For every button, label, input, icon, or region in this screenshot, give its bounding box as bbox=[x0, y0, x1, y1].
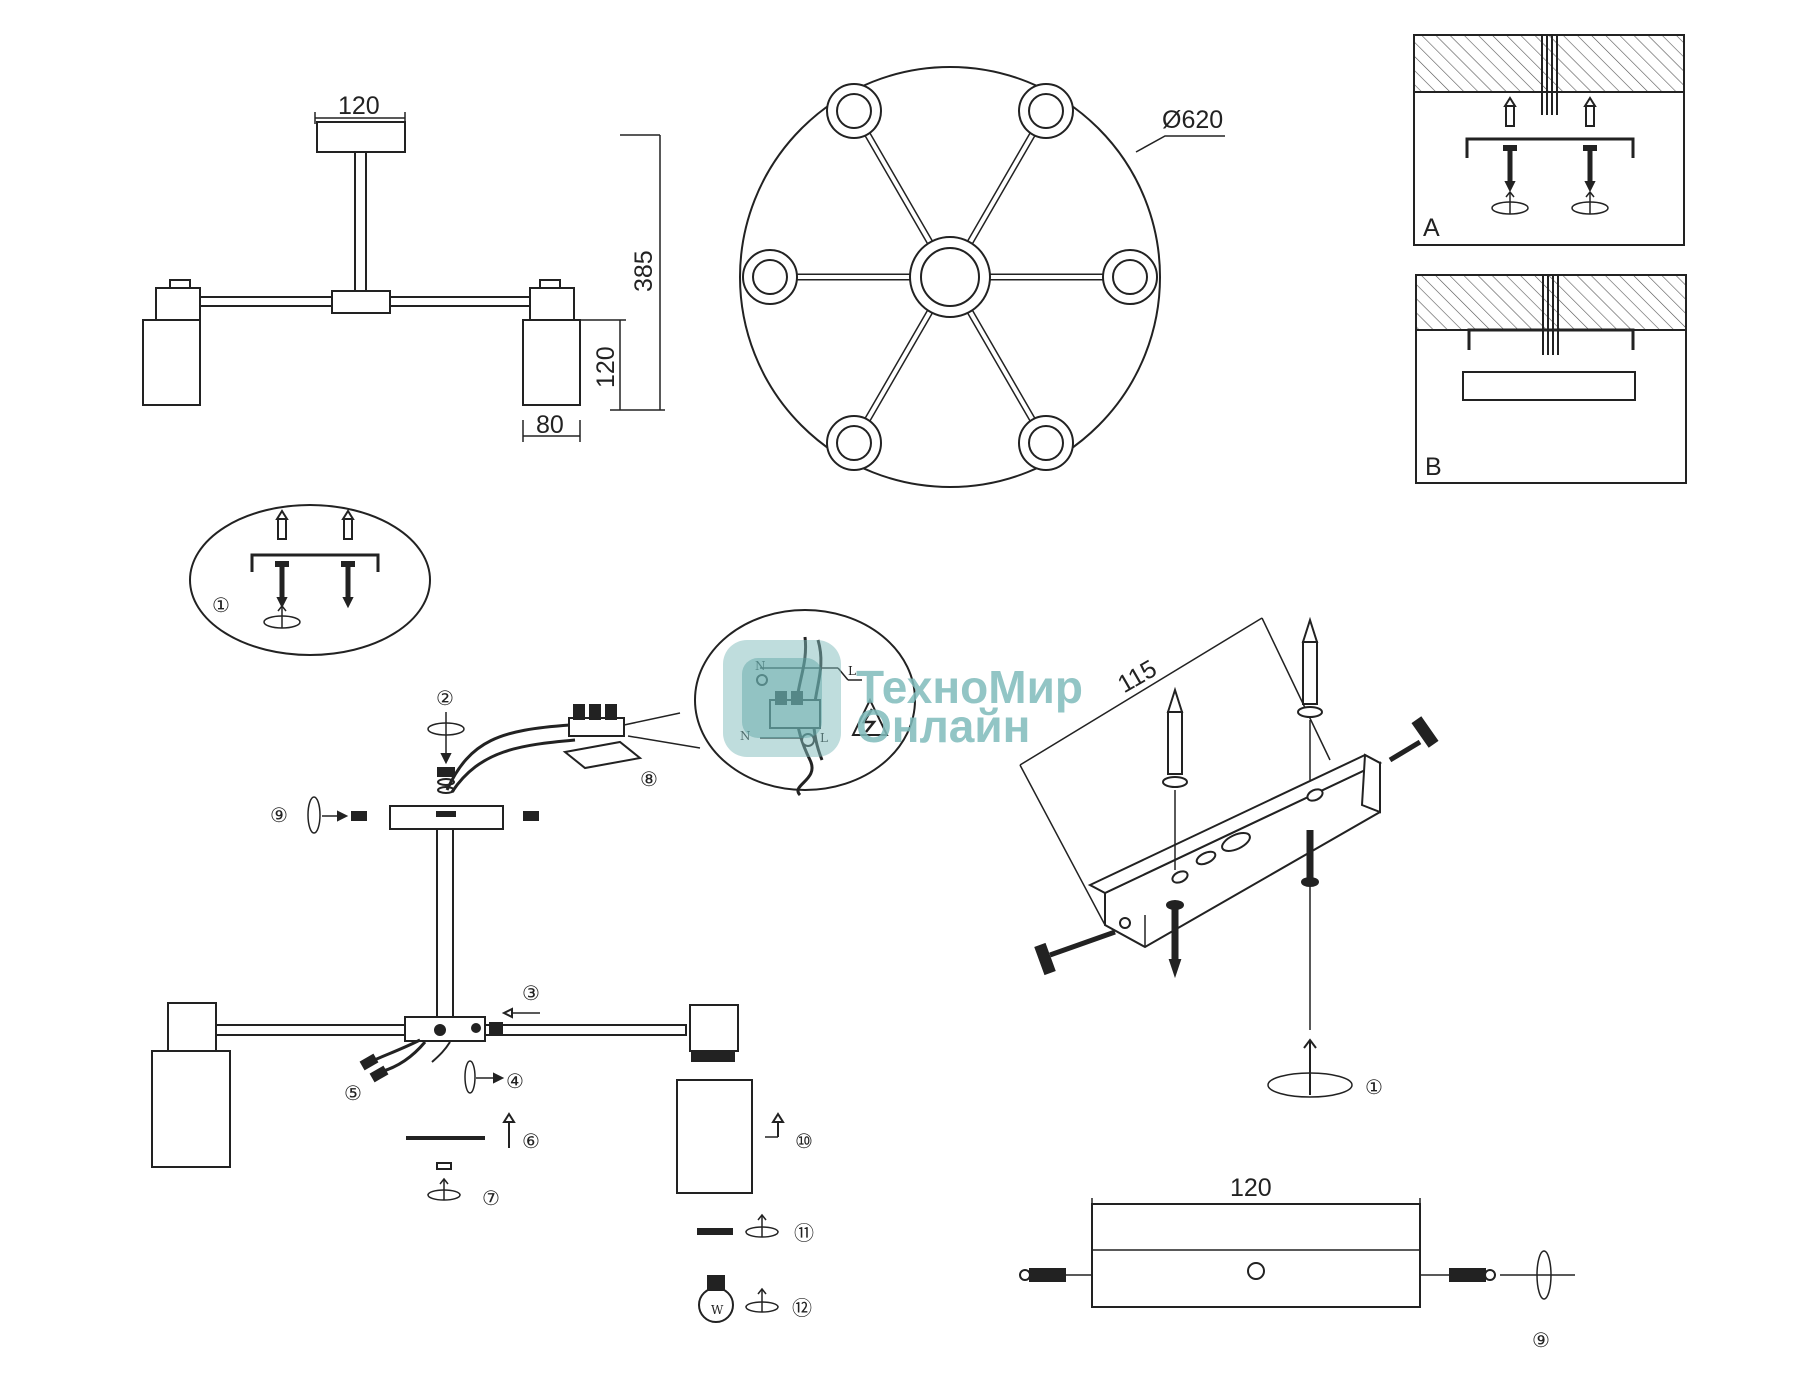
step-8-label: ⑧ bbox=[640, 769, 658, 791]
canopy-detail bbox=[1019, 1198, 1575, 1308]
cable-a bbox=[1541, 35, 1558, 115]
bracket-step1 bbox=[250, 553, 380, 572]
step1-ellipse bbox=[189, 504, 431, 656]
wire-1 bbox=[445, 723, 571, 791]
step-7-label: ⑦ bbox=[482, 1188, 500, 1210]
diameter-leader bbox=[1135, 135, 1225, 153]
bracket-a bbox=[1465, 137, 1635, 158]
right-shade bbox=[522, 319, 581, 406]
canopy-screw-right bbox=[1449, 1268, 1486, 1282]
detail-a bbox=[1413, 34, 1685, 246]
dim-shade-height: 120 bbox=[592, 346, 620, 388]
right-holder bbox=[529, 287, 575, 321]
canopy-screw-left bbox=[1029, 1268, 1066, 1282]
dim-bracket-length: 115 bbox=[1113, 655, 1162, 699]
shade-ring bbox=[697, 1228, 733, 1235]
step-1-bracket-label: ① bbox=[1365, 1077, 1383, 1099]
stem bbox=[354, 151, 367, 293]
dim-total-height: 385 bbox=[630, 250, 658, 292]
step-6-label: ⑥ bbox=[522, 1131, 540, 1153]
center-hub-inner bbox=[920, 247, 980, 307]
assembly-left-holder bbox=[167, 1002, 217, 1052]
left-holder bbox=[155, 287, 201, 321]
top-view bbox=[739, 66, 1225, 488]
watermark-line2: Онлайн bbox=[856, 700, 1030, 752]
step-9-label-left: ⑨ bbox=[270, 805, 288, 827]
canopy-b bbox=[1462, 371, 1636, 401]
step-10-label: ⑩ bbox=[795, 1131, 813, 1153]
canopy-front bbox=[1091, 1203, 1421, 1308]
assembly-right-shade bbox=[676, 1079, 753, 1194]
anchor-right bbox=[1297, 616, 1323, 780]
step-2-label: ② bbox=[436, 688, 454, 710]
side-view bbox=[142, 112, 665, 442]
step-9-label-right: ⑨ bbox=[1532, 1330, 1550, 1352]
anchor-left bbox=[1162, 686, 1188, 870]
assembly-stem bbox=[436, 828, 454, 1023]
step-3-label: ③ bbox=[522, 983, 540, 1005]
dim-canopy-detail-width: 120 bbox=[1230, 1174, 1272, 1202]
watermark-logo bbox=[723, 640, 841, 757]
detail-a-label: A bbox=[1423, 214, 1440, 242]
lamp-heads bbox=[742, 83, 1158, 471]
watermark-line1: ТехноМир bbox=[856, 661, 1083, 713]
ceiling-hatch-a bbox=[1413, 34, 1685, 93]
canopy bbox=[316, 121, 406, 153]
bracket-isometric bbox=[1019, 616, 1439, 1098]
step-5-label: ⑤ bbox=[344, 1083, 362, 1105]
assembly bbox=[151, 712, 785, 1323]
wire-2 bbox=[450, 738, 576, 793]
dim-canopy-width: 120 bbox=[338, 92, 380, 120]
dim-line-bracket bbox=[1019, 617, 1263, 766]
detail-b-label: B bbox=[1425, 453, 1442, 481]
watermark: ТехноМир Онлайн bbox=[723, 640, 1083, 757]
step-4-label: ④ bbox=[506, 1071, 524, 1093]
bulb-mark: W bbox=[711, 1303, 724, 1317]
step-1-label: ① bbox=[212, 595, 230, 617]
bracket-body bbox=[1104, 761, 1381, 949]
detail-b bbox=[1415, 274, 1687, 484]
hub bbox=[331, 290, 391, 314]
bracket-b bbox=[1467, 328, 1635, 350]
warning-triangle bbox=[851, 697, 889, 736]
step-11-label: ⑪ bbox=[794, 1222, 814, 1245]
step-12-label: ⑫ bbox=[792, 1297, 812, 1320]
assembly-left-shade bbox=[151, 1050, 231, 1168]
terminal-block bbox=[562, 704, 701, 770]
left-shade bbox=[142, 319, 201, 406]
dim-shade-width: 80 bbox=[536, 411, 564, 439]
assembly-canopy bbox=[389, 805, 504, 830]
terminal-plate bbox=[562, 740, 643, 770]
cable-b bbox=[1542, 275, 1559, 355]
wiring-l-top: L bbox=[848, 664, 856, 678]
dim-diameter: Ø620 bbox=[1162, 106, 1223, 134]
ceiling-hatch-b bbox=[1415, 274, 1687, 331]
assembly-right-holder bbox=[689, 1004, 739, 1052]
